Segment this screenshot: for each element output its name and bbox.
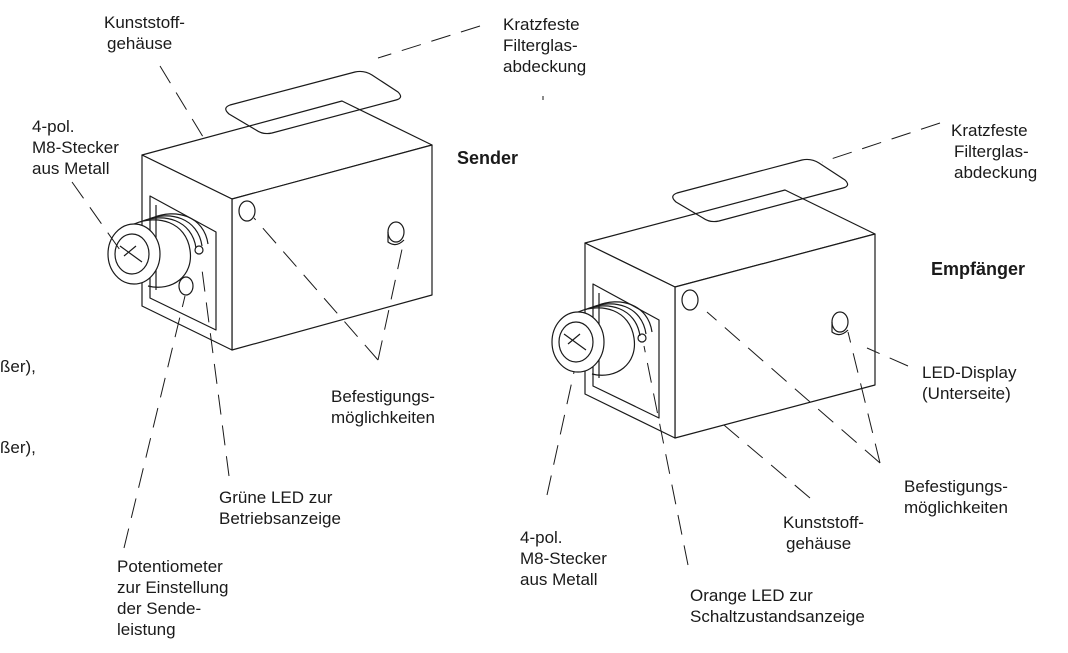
receiver-mounting-label: Befestigungs- möglichkeiten bbox=[904, 476, 1008, 518]
sender-mounting-line-1: Befestigungs- bbox=[331, 387, 435, 406]
sender-green-led bbox=[194, 245, 204, 255]
sender-cover-line-1: Kratzfeste bbox=[503, 15, 580, 34]
sender-cover-line-3: abdeckung bbox=[503, 57, 587, 76]
sender-potentiometer-line-1: Potentiometer bbox=[117, 557, 223, 576]
receiver-led-line-2: Schaltzustandsanzeige bbox=[690, 607, 865, 626]
sender-led-line-1: Grüne LED zur bbox=[219, 488, 333, 507]
left-edge-fragment-1: ßer), bbox=[0, 357, 36, 376]
sender-potentiometer-line-4: leistung bbox=[117, 620, 176, 639]
sender-housing-label: Kunststoff- gehäuse bbox=[104, 12, 185, 54]
sender-housing-drawing bbox=[107, 70, 433, 351]
sender-potentiometer-line-2: zur Einstellung bbox=[117, 578, 229, 597]
receiver-filter-glass bbox=[672, 158, 849, 223]
receiver-m8-connector bbox=[551, 301, 653, 376]
receiver-title: Empfänger bbox=[931, 259, 1026, 279]
receiver-led-label: Orange LED zur Schaltzustandsanzeige bbox=[690, 585, 865, 627]
receiver-mounting-line-2: möglichkeiten bbox=[904, 498, 1008, 517]
leader-lines bbox=[71, 25, 941, 566]
sender-connector-line-2: M8-Stecker bbox=[32, 138, 119, 157]
receiver-cover-line-3: abdeckung bbox=[954, 163, 1038, 182]
sender-housing-line-2: gehäuse bbox=[107, 34, 173, 53]
sender-mounting-label: Befestigungs- möglichkeiten bbox=[331, 386, 435, 428]
receiver-housing-drawing bbox=[551, 158, 876, 439]
sender-housing-line-1: Kunststoff- bbox=[104, 13, 185, 32]
receiver-housing-line-2: gehäuse bbox=[786, 534, 852, 553]
sender-led-line-2: Betriebsanzeige bbox=[219, 509, 341, 528]
receiver-cover-label: Kratzfeste Filterglas- abdeckung bbox=[951, 120, 1037, 183]
sender-mounting-hole-1 bbox=[238, 200, 256, 222]
receiver-connector-line-1: 4-pol. bbox=[520, 528, 563, 547]
sender-cover-label: Kratzfeste Filterglas- abdeckung bbox=[503, 14, 586, 77]
sender-title: Sender bbox=[457, 148, 519, 168]
sender-potentiometer bbox=[178, 276, 194, 296]
receiver-connector-line-3: aus Metall bbox=[520, 570, 598, 589]
receiver-orange-led bbox=[637, 333, 647, 343]
receiver-housing-label: Kunststoff- gehäuse bbox=[783, 512, 864, 554]
receiver-mounting-line-1: Befestigungs- bbox=[904, 477, 1008, 496]
receiver-display-line-1: LED-Display bbox=[922, 363, 1017, 382]
sender-connector-line-1: 4-pol. bbox=[32, 117, 75, 136]
receiver-housing-line-1: Kunststoff- bbox=[783, 513, 864, 532]
sender-led-label: Grüne LED zur Betriebsanzeige bbox=[219, 487, 341, 529]
sender-filter-glass bbox=[225, 70, 402, 135]
receiver-display-label: LED-Display (Unterseite) bbox=[922, 362, 1016, 404]
left-edge-fragment-2: ßer), bbox=[0, 438, 36, 457]
receiver-connector-label: 4-pol. M8-Stecker aus Metall bbox=[520, 527, 607, 590]
receiver-mounting-hole-1 bbox=[681, 289, 699, 311]
receiver-cover-line-1: Kratzfeste bbox=[951, 121, 1028, 140]
receiver-connector-line-2: M8-Stecker bbox=[520, 549, 607, 568]
sender-connector-line-3: aus Metall bbox=[32, 159, 110, 178]
sender-m8-connector bbox=[107, 213, 209, 288]
receiver-cover-line-2: Filterglas- bbox=[954, 142, 1029, 161]
receiver-led-line-1: Orange LED zur bbox=[690, 586, 813, 605]
sender-potentiometer-label: Potentiometer zur Einstellung der Sende-… bbox=[117, 556, 229, 640]
sender-mounting-line-2: möglichkeiten bbox=[331, 408, 435, 427]
receiver-display-line-2: (Unterseite) bbox=[922, 384, 1011, 403]
sender-connector-label: 4-pol. M8-Stecker aus Metall bbox=[32, 116, 119, 179]
sender-cover-line-2: Filterglas- bbox=[503, 36, 578, 55]
sender-potentiometer-line-3: der Sende- bbox=[117, 599, 202, 618]
